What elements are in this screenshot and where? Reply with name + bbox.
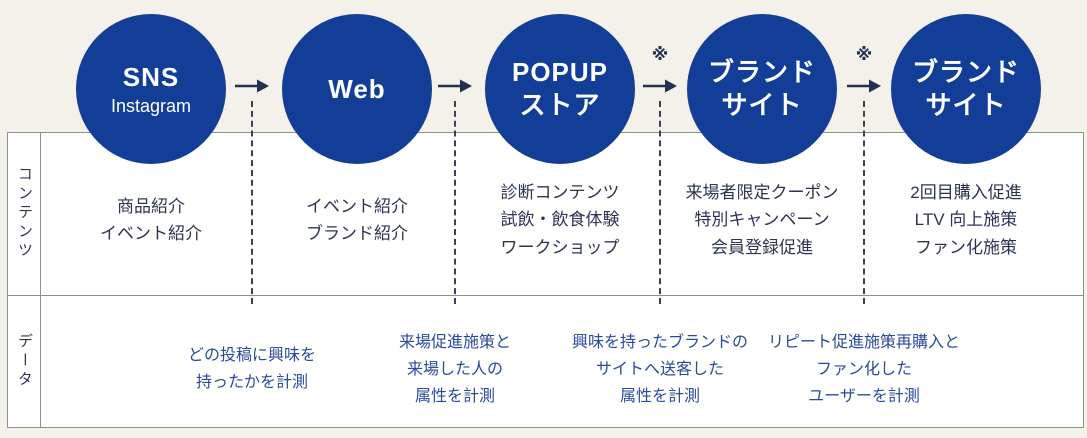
data-cell-brand-repeat: リピート促進施策再購入と ファン化した ユーザーを計測 [744, 328, 984, 410]
stage-title-line2: サイト [925, 90, 1007, 120]
content-line: ファン化施策 [915, 237, 1017, 257]
content-line: 診断コンテンツ [500, 182, 620, 202]
grid-table [7, 132, 1084, 428]
contents-cell-brand-site-2: 2回目購入促進 LTV 向上施策 ファン化施策 [866, 170, 1066, 270]
data-line: ユーザーを計測 [808, 387, 920, 405]
data-line: どの投稿に興味を [187, 347, 316, 364]
dashed-line [454, 101, 456, 304]
stage-title-line2: サイト [721, 90, 803, 120]
stage-title: POPUP [511, 57, 609, 87]
dashed-line [659, 101, 661, 304]
content-line: 試飲・飲食体験 [500, 210, 620, 230]
contents-cell-brand-site-1: 来場者限定クーポン 特別キャンペーン 会員登録促進 [662, 170, 862, 270]
stage-circle-web: Web [282, 14, 432, 164]
note-asterisk: ※ [651, 45, 669, 64]
row-divider [7, 295, 1084, 296]
note-asterisk: ※ [855, 45, 873, 64]
content-line: ワークショップ [500, 237, 620, 257]
contents-cell-web: イベント紹介 ブランド紹介 [257, 170, 457, 270]
data-cell-web-popup: 来場促進施策と 来場した人の 属性を計測 [335, 328, 575, 410]
stage-title: ブランド [707, 57, 816, 87]
stage-circle-brand-site-2: ブランド サイト [891, 14, 1041, 164]
data-line: 興味を持ったブランドの [571, 333, 748, 351]
arrow-right-icon [437, 76, 473, 96]
stage-title: Web [328, 73, 386, 104]
stage-title: SNS [122, 61, 180, 92]
data-line: リピート促進施策再購入と [767, 333, 960, 351]
data-line: 属性を計測 [619, 387, 700, 405]
stage-title: ブランド [911, 57, 1020, 87]
content-line: 来場者限定クーポン [685, 182, 839, 202]
arrow-right-icon [846, 76, 882, 96]
stage-subtitle: Instagram [110, 95, 192, 116]
data-line: 来場促進施策と [398, 333, 511, 351]
content-line: ブランド紹介 [306, 224, 408, 243]
data-cell-popup-brand: 興味を持ったブランドの サイトへ送客した 属性を計測 [540, 328, 780, 410]
data-cell-sns-web: どの投稿に興味を 持ったかを計測 [132, 328, 372, 410]
content-line: イベント紹介 [306, 196, 408, 216]
data-line: 来場した人の [406, 360, 503, 378]
content-line: 2回目購入促進 [910, 182, 1022, 202]
content-line: イベント紹介 [100, 224, 202, 243]
content-line: 商品紹介 [117, 196, 185, 216]
stage-circle-sns: SNS Instagram [76, 14, 226, 164]
content-line: 会員登録促進 [711, 237, 813, 257]
arrow-right-icon [642, 76, 678, 96]
stage-circle-popup-store: POPUP ストア [485, 14, 635, 164]
content-line: LTV 向上施策 [914, 210, 1018, 230]
contents-cell-popup-store: 診断コンテンツ 試飲・飲食体験 ワークショップ [460, 170, 660, 270]
stage-circle-brand-site-1: ブランド サイト [687, 14, 837, 164]
label-column-divider [40, 132, 41, 428]
arrow-right-icon [234, 76, 270, 96]
stage-title-line2: ストア [519, 90, 601, 120]
contents-cell-sns: 商品紹介 イベント紹介 [51, 170, 251, 270]
row-label-data: データ [16, 332, 33, 390]
data-line: 属性を計測 [414, 387, 495, 405]
dashed-line [251, 101, 253, 304]
data-line: サイトへ送客した [595, 360, 724, 378]
data-line: 持ったかを計測 [195, 374, 308, 391]
content-line: 特別キャンペーン [694, 210, 830, 230]
data-line: ファン化した [815, 360, 912, 378]
dashed-line [863, 101, 865, 304]
row-label-contents: コンテンツ [16, 166, 33, 261]
